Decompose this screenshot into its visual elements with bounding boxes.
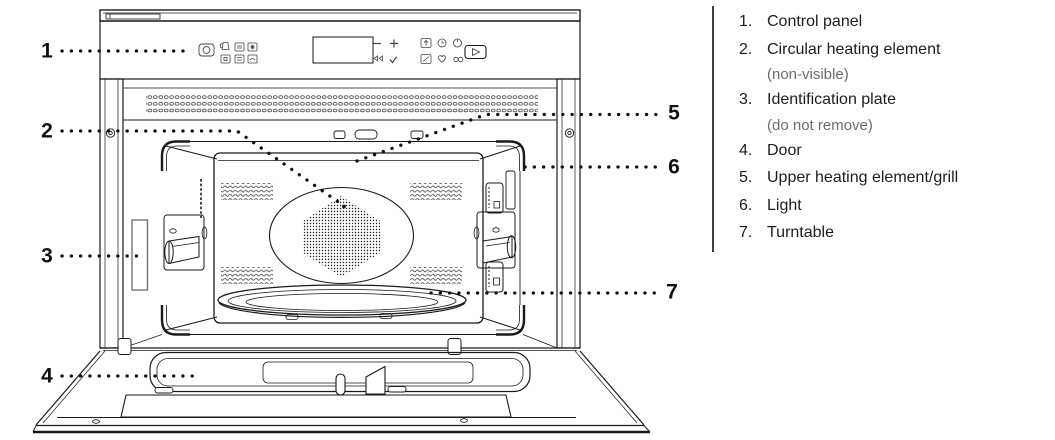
leader-line-2 (60, 129, 346, 208)
legend-item-number: 7. (739, 224, 753, 241)
power-icon (198, 43, 215, 57)
legend-item-turntable: 7. Turntable (739, 219, 1050, 247)
legend-item-identification-plate: 3. Identification plate (739, 86, 1050, 114)
legend-item-label: Door (767, 141, 802, 159)
legend-note-text: (do not remove) (767, 116, 873, 134)
legend-item-label: Control panel (767, 13, 863, 30)
callout-1: 1 (41, 39, 53, 63)
waveguide-ellipse (268, 186, 415, 285)
legend-item-control-panel: 1. Control panel (739, 8, 1050, 36)
confirm-check-icon (389, 56, 398, 64)
plus-icon (390, 39, 398, 48)
legend-item-label: Identification plate (767, 91, 896, 108)
leader-lines (60, 49, 658, 378)
kettle-icon (219, 42, 230, 50)
fan-icon (247, 42, 258, 52)
legend-item-label: Circular heating element (767, 40, 941, 58)
callout-2: 2 (41, 119, 53, 143)
perforation-patch (221, 267, 273, 284)
crisp-icon (247, 54, 258, 64)
perforation-patch (410, 267, 462, 284)
legend-item-label: Turntable (767, 224, 834, 241)
door-hinge-area (100, 334, 580, 355)
door-latch-right (482, 235, 517, 264)
legend-item-number: 4. (739, 141, 753, 159)
cavity-back-wall (213, 152, 484, 324)
favorite-heart-icon (438, 55, 446, 63)
leader-line-5 (355, 112, 658, 163)
lift-icon (420, 38, 432, 48)
legend-note-text: (non-visible) (767, 66, 849, 83)
steam-icon (234, 54, 245, 64)
standby-icon (453, 38, 462, 48)
clean-icon (420, 54, 432, 64)
display-window (312, 36, 374, 64)
clock-icon (437, 38, 447, 48)
legend-item-number: 1. (739, 13, 753, 30)
callout-7: 7 (666, 280, 678, 304)
legend-item-upper-heating-element: 5. Upper heating element/grill (739, 164, 1050, 192)
door-front-slab (120, 394, 512, 418)
door-latch-left (164, 235, 200, 265)
defrost-icon (220, 54, 231, 64)
control-panel-drawing (99, 20, 581, 80)
perforation-patch (410, 183, 462, 200)
special-icon (453, 56, 464, 63)
identification-plate (131, 219, 149, 291)
turntable-drawing (217, 284, 467, 320)
legend-item-light: 6. Light (739, 192, 1050, 220)
door-drawing (32, 350, 651, 434)
door-hook (335, 365, 386, 396)
legend-item-circular-heating-element: 2. Circular heating element (739, 36, 1050, 64)
legend-item-label: Light (767, 196, 802, 214)
left-inner-wall (163, 179, 208, 271)
callout-3: 3 (41, 244, 53, 268)
cavity-opening (160, 140, 526, 336)
vent-holes (146, 92, 538, 113)
legend-item-number: 6. (739, 196, 753, 214)
legend-item-door: 4. Door (739, 137, 1050, 165)
legend-item-label: Upper heating element/grill (767, 169, 959, 186)
callout-6: 6 (668, 155, 680, 179)
perforation-patch (221, 183, 273, 200)
right-inner-wall (473, 170, 521, 305)
mode-icons-left (219, 42, 258, 64)
legend-item-number: 2. (739, 40, 753, 58)
callout-5: 5 (668, 101, 680, 125)
microwave-illustration (32, 9, 658, 434)
screw-icon (105, 128, 575, 138)
back-icon (373, 55, 383, 62)
cabinet-side-rails (99, 78, 581, 349)
grill-icon (234, 42, 245, 52)
mode-icons-right (420, 38, 464, 64)
legend-note-non-visible: (non-visible) (739, 63, 1050, 86)
start-icon (464, 44, 487, 60)
cavity-top-latch-slots (333, 129, 424, 140)
cavity-corner-brackets (160, 140, 526, 336)
light-window (485, 170, 516, 214)
circular-heating-element-area (303, 196, 380, 277)
legend-item-number: 5. (739, 169, 753, 186)
legend-note-do-not-remove: (do not remove) (739, 114, 1050, 137)
top-panel-drawing (99, 9, 581, 22)
callout-4: 4 (41, 364, 53, 388)
parts-legend: 1. Control panel 2. Circular heating ele… (712, 6, 1050, 252)
legend-item-number: 3. (739, 91, 753, 108)
